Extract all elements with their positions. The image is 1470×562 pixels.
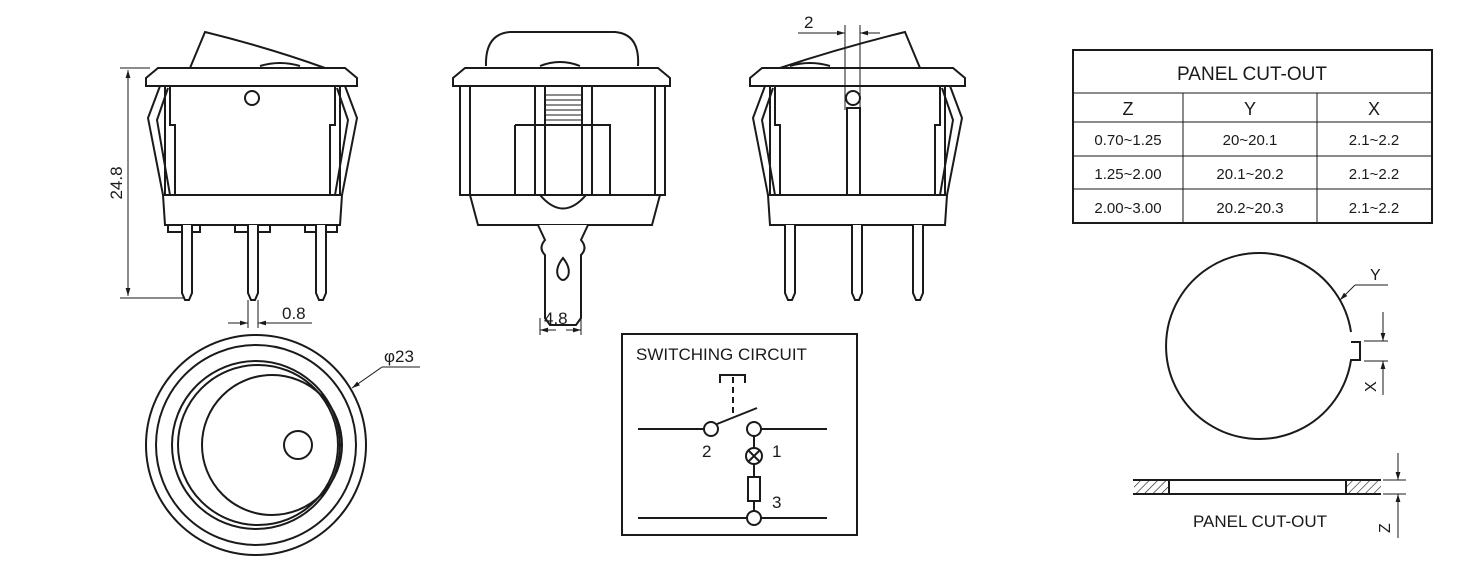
table-row: 2.00~3.00 20.2~20.3 2.1~2.2: [1094, 200, 1399, 217]
base: [161, 194, 344, 226]
label-z: Z: [1377, 523, 1394, 533]
diameter-dimension: φ23: [384, 347, 414, 366]
terminal-1-label: 1: [772, 442, 781, 461]
pin-width-dimension: 0.8: [282, 304, 306, 323]
terminal-width-dimension: 4.8: [544, 309, 568, 328]
table-row: 0.70~1.25 20~20.1 2.1~2.2: [1094, 132, 1399, 149]
svg-text:20.1~20.2: 20.1~20.2: [1216, 166, 1283, 183]
rocker-cap: [484, 31, 640, 67]
svg-text:2.00~3.00: 2.00~3.00: [1094, 200, 1161, 217]
panel-section: [1133, 479, 1381, 495]
svg-text:2.1~2.2: 2.1~2.2: [1349, 132, 1399, 149]
pin: [851, 225, 863, 301]
svg-text:2.1~2.2: 2.1~2.2: [1349, 166, 1399, 183]
svg-text:2.1~2.2: 2.1~2.2: [1349, 200, 1399, 217]
side-view-right: 2: [749, 13, 966, 301]
offset-dimension: 2: [804, 13, 813, 32]
flange: [452, 67, 671, 87]
rocker: [189, 30, 326, 69]
pin: [181, 225, 193, 301]
pin: [315, 225, 327, 301]
pin: [912, 225, 924, 301]
cutout-drawing: Y X Z PANEL CUT-OUT: [1133, 252, 1406, 538]
svg-text:1.25~2.00: 1.25~2.00: [1094, 166, 1161, 183]
flange: [145, 67, 358, 87]
svg-text:0.70~1.25: 0.70~1.25: [1094, 132, 1161, 149]
top-view: φ23: [145, 334, 420, 556]
base: [766, 194, 949, 226]
rocker: [779, 30, 921, 69]
label-y: Y: [1370, 267, 1381, 284]
header-x: X: [1368, 99, 1380, 119]
terminal-2-label: 2: [702, 442, 711, 461]
front-view: 4.8: [452, 31, 671, 335]
height-dimension: 24.8: [107, 166, 126, 199]
pin: [784, 225, 796, 301]
cutout-caption: PANEL CUT-OUT: [1193, 512, 1327, 531]
svg-text:20~20.1: 20~20.1: [1223, 132, 1278, 149]
circuit-title: SWITCHING CIRCUIT: [636, 345, 807, 364]
cutout-table: PANEL CUT-OUT Z Y X 0.70~1.25 20~20.1 2.…: [1072, 49, 1433, 224]
header-z: Z: [1123, 99, 1134, 119]
cutout-circle: [1165, 252, 1361, 440]
table-title: PANEL CUT-OUT: [1177, 64, 1327, 85]
pin: [247, 225, 259, 301]
table-row: 1.25~2.00 20.1~20.2 2.1~2.2: [1094, 166, 1399, 183]
label-x: X: [1363, 381, 1380, 392]
side-view-left: 24.8 0.8: [107, 30, 359, 328]
switching-circuit: SWITCHING CIRCUIT 2 1 3: [621, 333, 858, 536]
terminal-3-label: 3: [772, 493, 781, 512]
terminal: [537, 224, 589, 326]
svg-text:20.2~20.3: 20.2~20.3: [1216, 200, 1283, 217]
header-y: Y: [1244, 99, 1256, 119]
flange: [749, 67, 966, 87]
